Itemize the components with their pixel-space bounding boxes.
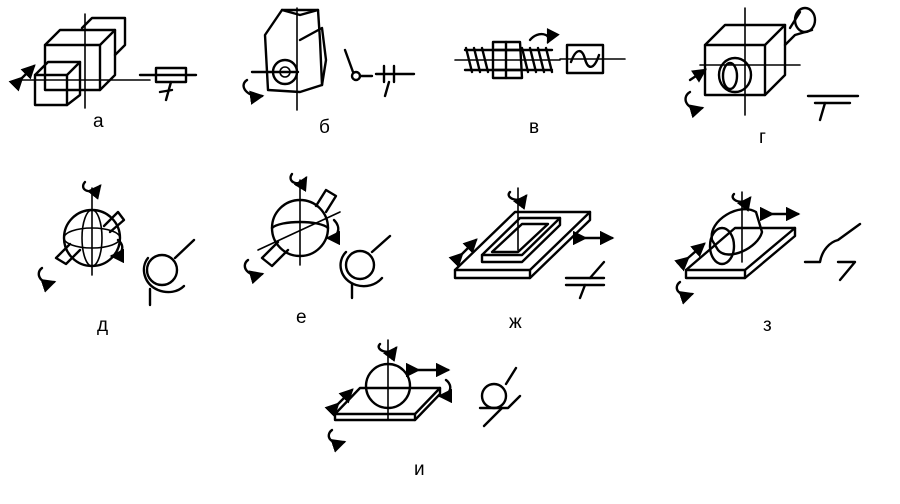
panel-label-e: е <box>296 307 307 328</box>
panel-d-drawing <box>37 180 196 307</box>
panel-label-z: з <box>763 315 772 336</box>
panel-z-drawing <box>674 191 862 305</box>
panel-b-drawing <box>242 7 416 111</box>
panel-a-drawing <box>8 13 198 109</box>
panel-i-drawing <box>324 339 522 453</box>
panel-label-v: в <box>529 117 540 138</box>
panel-label-zh: ж <box>509 312 522 333</box>
panel-label-b: б <box>319 117 330 138</box>
panel-v-drawing <box>454 28 626 80</box>
panel-label-d: д <box>97 315 109 336</box>
panel-label-g: г <box>759 127 766 148</box>
panel-label-i: и <box>414 459 425 480</box>
panel-label-a: а <box>93 111 104 132</box>
panel-e-drawing <box>243 172 392 300</box>
panel-zh-drawing <box>448 187 615 300</box>
panel-g-drawing <box>684 6 860 122</box>
